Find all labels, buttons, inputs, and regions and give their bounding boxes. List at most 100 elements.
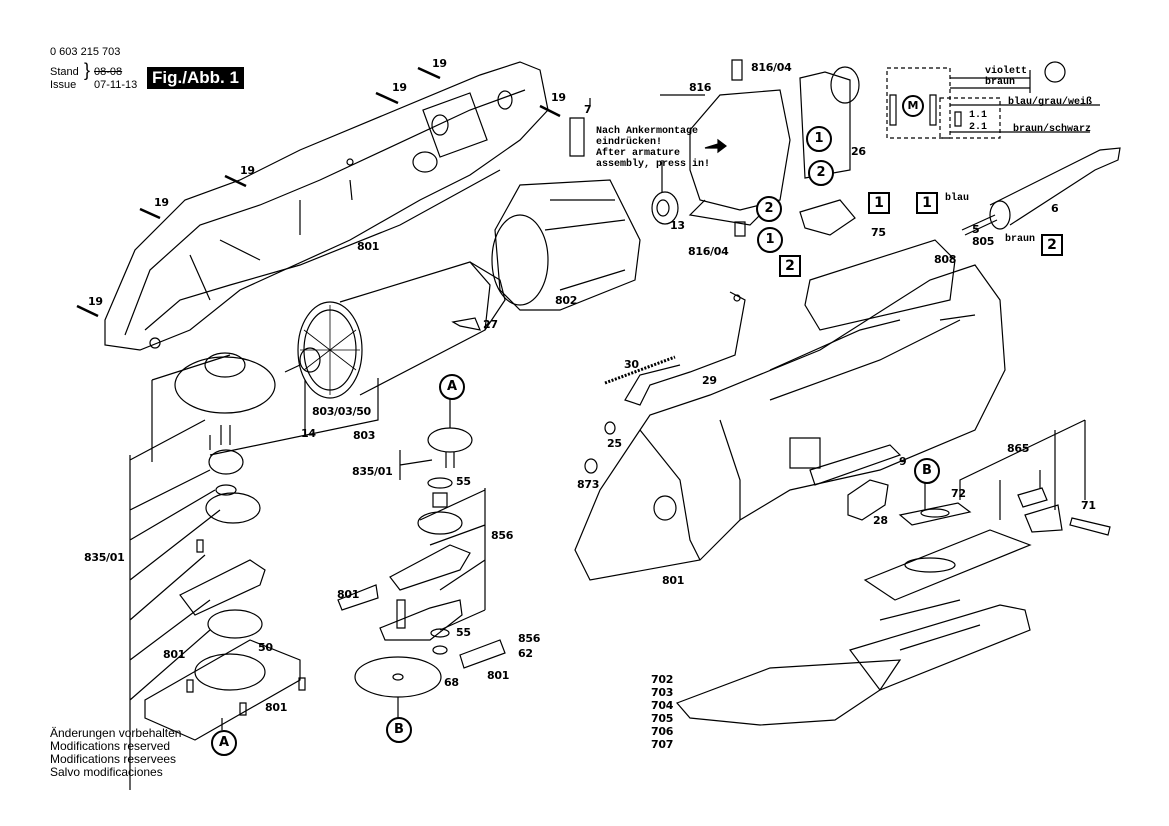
label-71: 71 [1081,499,1096,512]
label-14: 14 [301,427,316,440]
marker-circle-2: 2 [808,160,834,186]
brace: } [84,60,91,80]
label-835-01-mid: 835/01 [352,465,393,478]
label-29: 29 [702,374,717,387]
label-816-04-top: 816/04 [751,61,792,74]
label-801-pad: 801 [337,588,360,601]
label-27: 27 [483,318,498,331]
housing-body [575,265,1005,580]
wire-braun: braun [985,77,1016,88]
pin-25 [605,422,615,434]
label-801-pad-right: 801 [487,669,510,682]
blade [677,660,900,725]
stand-label: Stand [50,66,79,78]
disc-68 [355,657,441,718]
label-803: 803 [353,429,376,442]
label-801-pin-b: 801 [265,701,288,714]
label-7: 7 [584,103,592,116]
label-856-bottom: 856 [518,632,541,645]
label-19: 19 [240,164,255,177]
marker-circle-1b: 1 [757,227,783,253]
note-de: Änderungen vorbehalten [50,726,182,740]
label-801-pin: 801 [163,648,186,661]
label-801: 801 [357,240,380,253]
part-71 [1070,518,1110,535]
marker-b-right: B [914,458,940,484]
label-55-top: 55 [456,475,471,488]
contact-1-1: 1.1 [969,110,988,121]
label-835-01-left: 835/01 [84,551,125,564]
label-blade-707: 707 [651,738,674,751]
label-62: 62 [518,647,533,660]
housing-half-left [105,62,548,350]
label-blade-705: 705 [651,712,674,725]
marker-square-1: 1 [868,192,890,214]
label-865: 865 [1007,442,1030,455]
screws [77,68,560,316]
sole-plate [850,530,1030,690]
part-865-b [1025,505,1062,532]
label-68: 68 [444,676,459,689]
felt-pad-right [460,640,505,668]
label-19: 19 [154,196,169,209]
cover-808 [805,240,955,330]
label-805: 805 [972,235,995,248]
part-number: 0 603 215 703 [50,46,121,58]
label-802: 802 [555,294,578,307]
part-865-a [1018,488,1047,507]
instruction-line-3: After armature [596,148,681,159]
note-fr: Modifications reservees [50,752,177,766]
motor-symbol: M [902,95,924,117]
instruction-line-2: eindrücken! [596,137,663,148]
label-803-03-50: 803/03/50 [312,405,371,418]
instruction-line-1: Nach Ankermontage [596,126,699,137]
part-28 [848,480,888,520]
label-873: 873 [577,478,600,491]
gear-stack [130,353,275,790]
issue-label: Issue [50,79,77,91]
marker-a-top: A [439,374,465,400]
felt-pad-left [338,585,378,610]
label-26: 26 [851,145,866,158]
marker-circle-2b: 2 [756,196,782,222]
label-816-04-bottom: 816/04 [688,245,729,258]
marker-square-1b: 1 [916,192,938,214]
label-9: 9 [899,455,907,468]
cable-blau: blau [945,193,970,204]
stand-date: 08-08 [94,66,123,78]
marker-square-2: 2 [779,255,801,277]
armature [210,262,505,455]
label-816: 816 [689,81,712,94]
label-801-body: 801 [662,574,685,587]
plug-75 [800,200,855,235]
lever-spring [605,292,745,405]
pcb-26 [800,67,859,178]
eccentric-stack [380,398,485,654]
label-19: 19 [551,91,566,104]
label-blade-706: 706 [651,725,674,738]
wire-violett: violett [985,66,1028,77]
note-en: Modifications reserved [50,739,171,753]
base-plate-50 [145,640,305,740]
part-7-block [570,118,584,156]
instruction-line-4: assembly, press in! [596,159,711,170]
label-72: 72 [951,487,966,500]
marker-square-2b: 2 [1041,234,1063,256]
modification-notes: Änderungen vorbehalten Modifications res… [50,727,181,779]
cable-braun: braun [1005,234,1036,245]
label-6: 6 [1051,202,1059,215]
label-25: 25 [607,437,622,450]
part-27-clip [453,318,480,330]
label-5: 5 [972,223,980,236]
marker-b-bottom: B [386,717,412,743]
bearing-13 [652,160,678,224]
figure-label: Fig./Abb. 1 [147,67,244,89]
label-13: 13 [670,219,685,232]
label-50: 50 [258,641,273,654]
nut-873 [585,459,597,473]
contact-2-1: 2.1 [969,122,988,133]
label-30: 30 [624,358,639,371]
label-55-bottom: 55 [456,626,471,639]
label-blade-702: 702 [651,673,674,686]
